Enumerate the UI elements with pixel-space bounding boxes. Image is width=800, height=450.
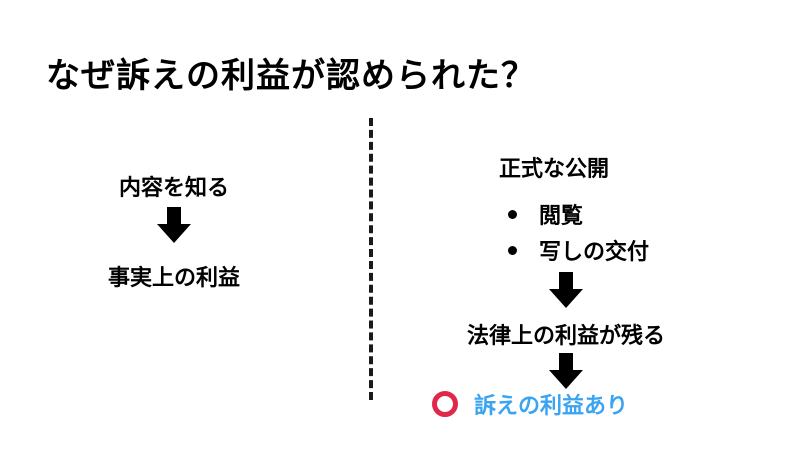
bullet-item: 閲覧 [508, 198, 583, 230]
right-middle-label: 法律上の利益が残る [466, 324, 666, 349]
bullet-text: 閲覧 [539, 204, 584, 229]
bullet-item: 写しの交付 [508, 234, 649, 266]
page-title: なぜ訴えの利益が認められた？ [46, 56, 536, 96]
down-arrow-icon [157, 207, 191, 243]
bullet-dot-icon [508, 209, 517, 219]
dashed-divider [369, 118, 373, 400]
down-arrow-icon [549, 272, 583, 308]
result-row: 訴えの利益あり [432, 388, 628, 420]
left-bottom-label: 事実上の利益 [107, 266, 241, 291]
bullet-text: 写しの交付 [539, 240, 650, 265]
circle-mark-icon [432, 391, 458, 417]
result-label: 訴えの利益あり [474, 394, 629, 419]
down-arrow-icon [549, 353, 583, 389]
bullet-dot-icon [508, 245, 517, 255]
right-heading: 正式な公開 [498, 157, 610, 182]
left-top-label: 内容を知る [118, 176, 230, 201]
